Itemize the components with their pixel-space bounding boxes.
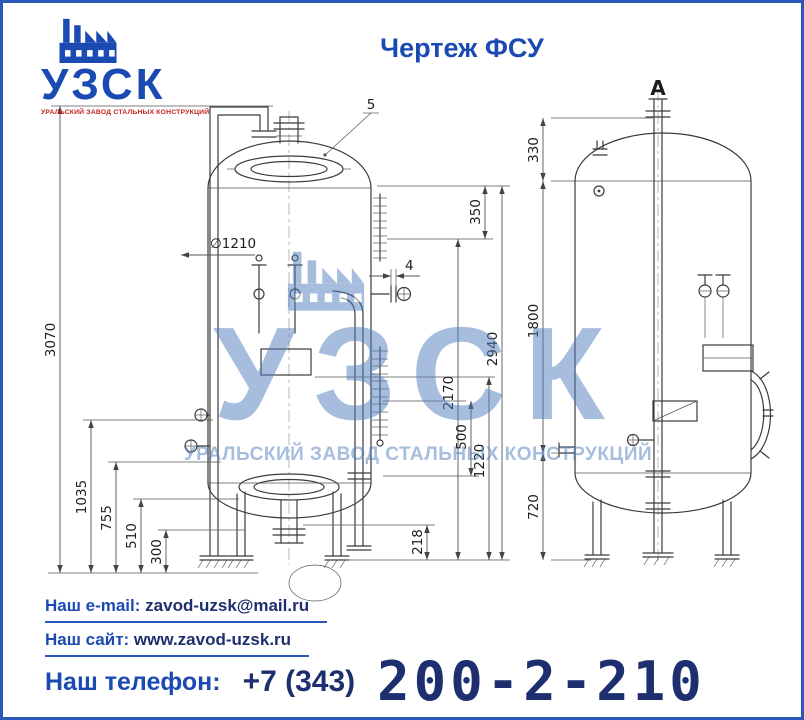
dim-500: 500 — [454, 424, 470, 450]
email-row: Наш e-mail: zavod-uzsk@mail.ru — [45, 596, 328, 623]
view-label-A: А — [650, 76, 666, 100]
dim-1220: 1220 — [472, 444, 488, 478]
dim-330: 330 — [526, 137, 542, 163]
dim-diameter: ∅1210 — [210, 236, 256, 252]
site-link[interactable]: www.zavod-uzsk.ru — [133, 630, 292, 649]
technical-drawing: 3070 1035 755 510 300 ∅1210 5 — [43, 76, 774, 602]
dim-2170: 2170 — [441, 376, 457, 410]
logo-name: УЗСК — [41, 60, 166, 109]
dim-3070: 3070 — [43, 323, 59, 357]
right-vessel — [558, 89, 774, 568]
dim-510: 510 — [124, 523, 140, 549]
email-link[interactable]: zavod-uzsk@mail.ru — [145, 596, 310, 615]
phone-label: Наш телефон: — [45, 667, 221, 696]
left-vessel — [184, 106, 412, 602]
dim-755: 755 — [99, 505, 115, 531]
phone-number[interactable]: 200-2-210 — [377, 650, 706, 713]
dim-350: 350 — [468, 199, 484, 225]
logo-tagline: УРАЛЬСКИЙ ЗАВОД СТАЛЬНЫХ КОНСТРУКЦИЙ — [41, 109, 210, 116]
phone-row: Наш телефон: +7 (343) 200-2-210 — [45, 655, 706, 709]
dim-218: 218 — [410, 529, 426, 555]
left-view-dimensions: 3070 1035 755 510 300 ∅1210 5 — [43, 97, 379, 574]
company-logo: УЗСК УРАЛЬСКИЙ ЗАВОД СТАЛЬНЫХ КОНСТРУКЦИ… — [41, 17, 211, 116]
dim-gap-4: 4 — [405, 258, 414, 274]
dim-1035: 1035 — [74, 480, 90, 514]
dim-1800: 1800 — [526, 304, 542, 338]
dim-2940: 2940 — [485, 332, 501, 366]
callout-5: 5 — [367, 97, 376, 113]
dim-720: 720 — [526, 494, 542, 520]
page-title: Чертеж ФСУ — [380, 33, 544, 63]
factory-logo-icon — [59, 18, 117, 63]
email-label: Наш e-mail: — [45, 596, 141, 615]
right-view-dimensions: А 330 1800 720 — [526, 76, 666, 561]
site-row: Наш сайт: www.zavod-uzsk.ru — [45, 630, 310, 657]
site-label: Наш сайт: — [45, 630, 130, 649]
dim-300: 300 — [149, 539, 165, 565]
middle-dimensions: 350 2940 2170 500 1220 218 4 — [303, 185, 510, 561]
phone-area-code: +7 (343) — [242, 665, 356, 698]
